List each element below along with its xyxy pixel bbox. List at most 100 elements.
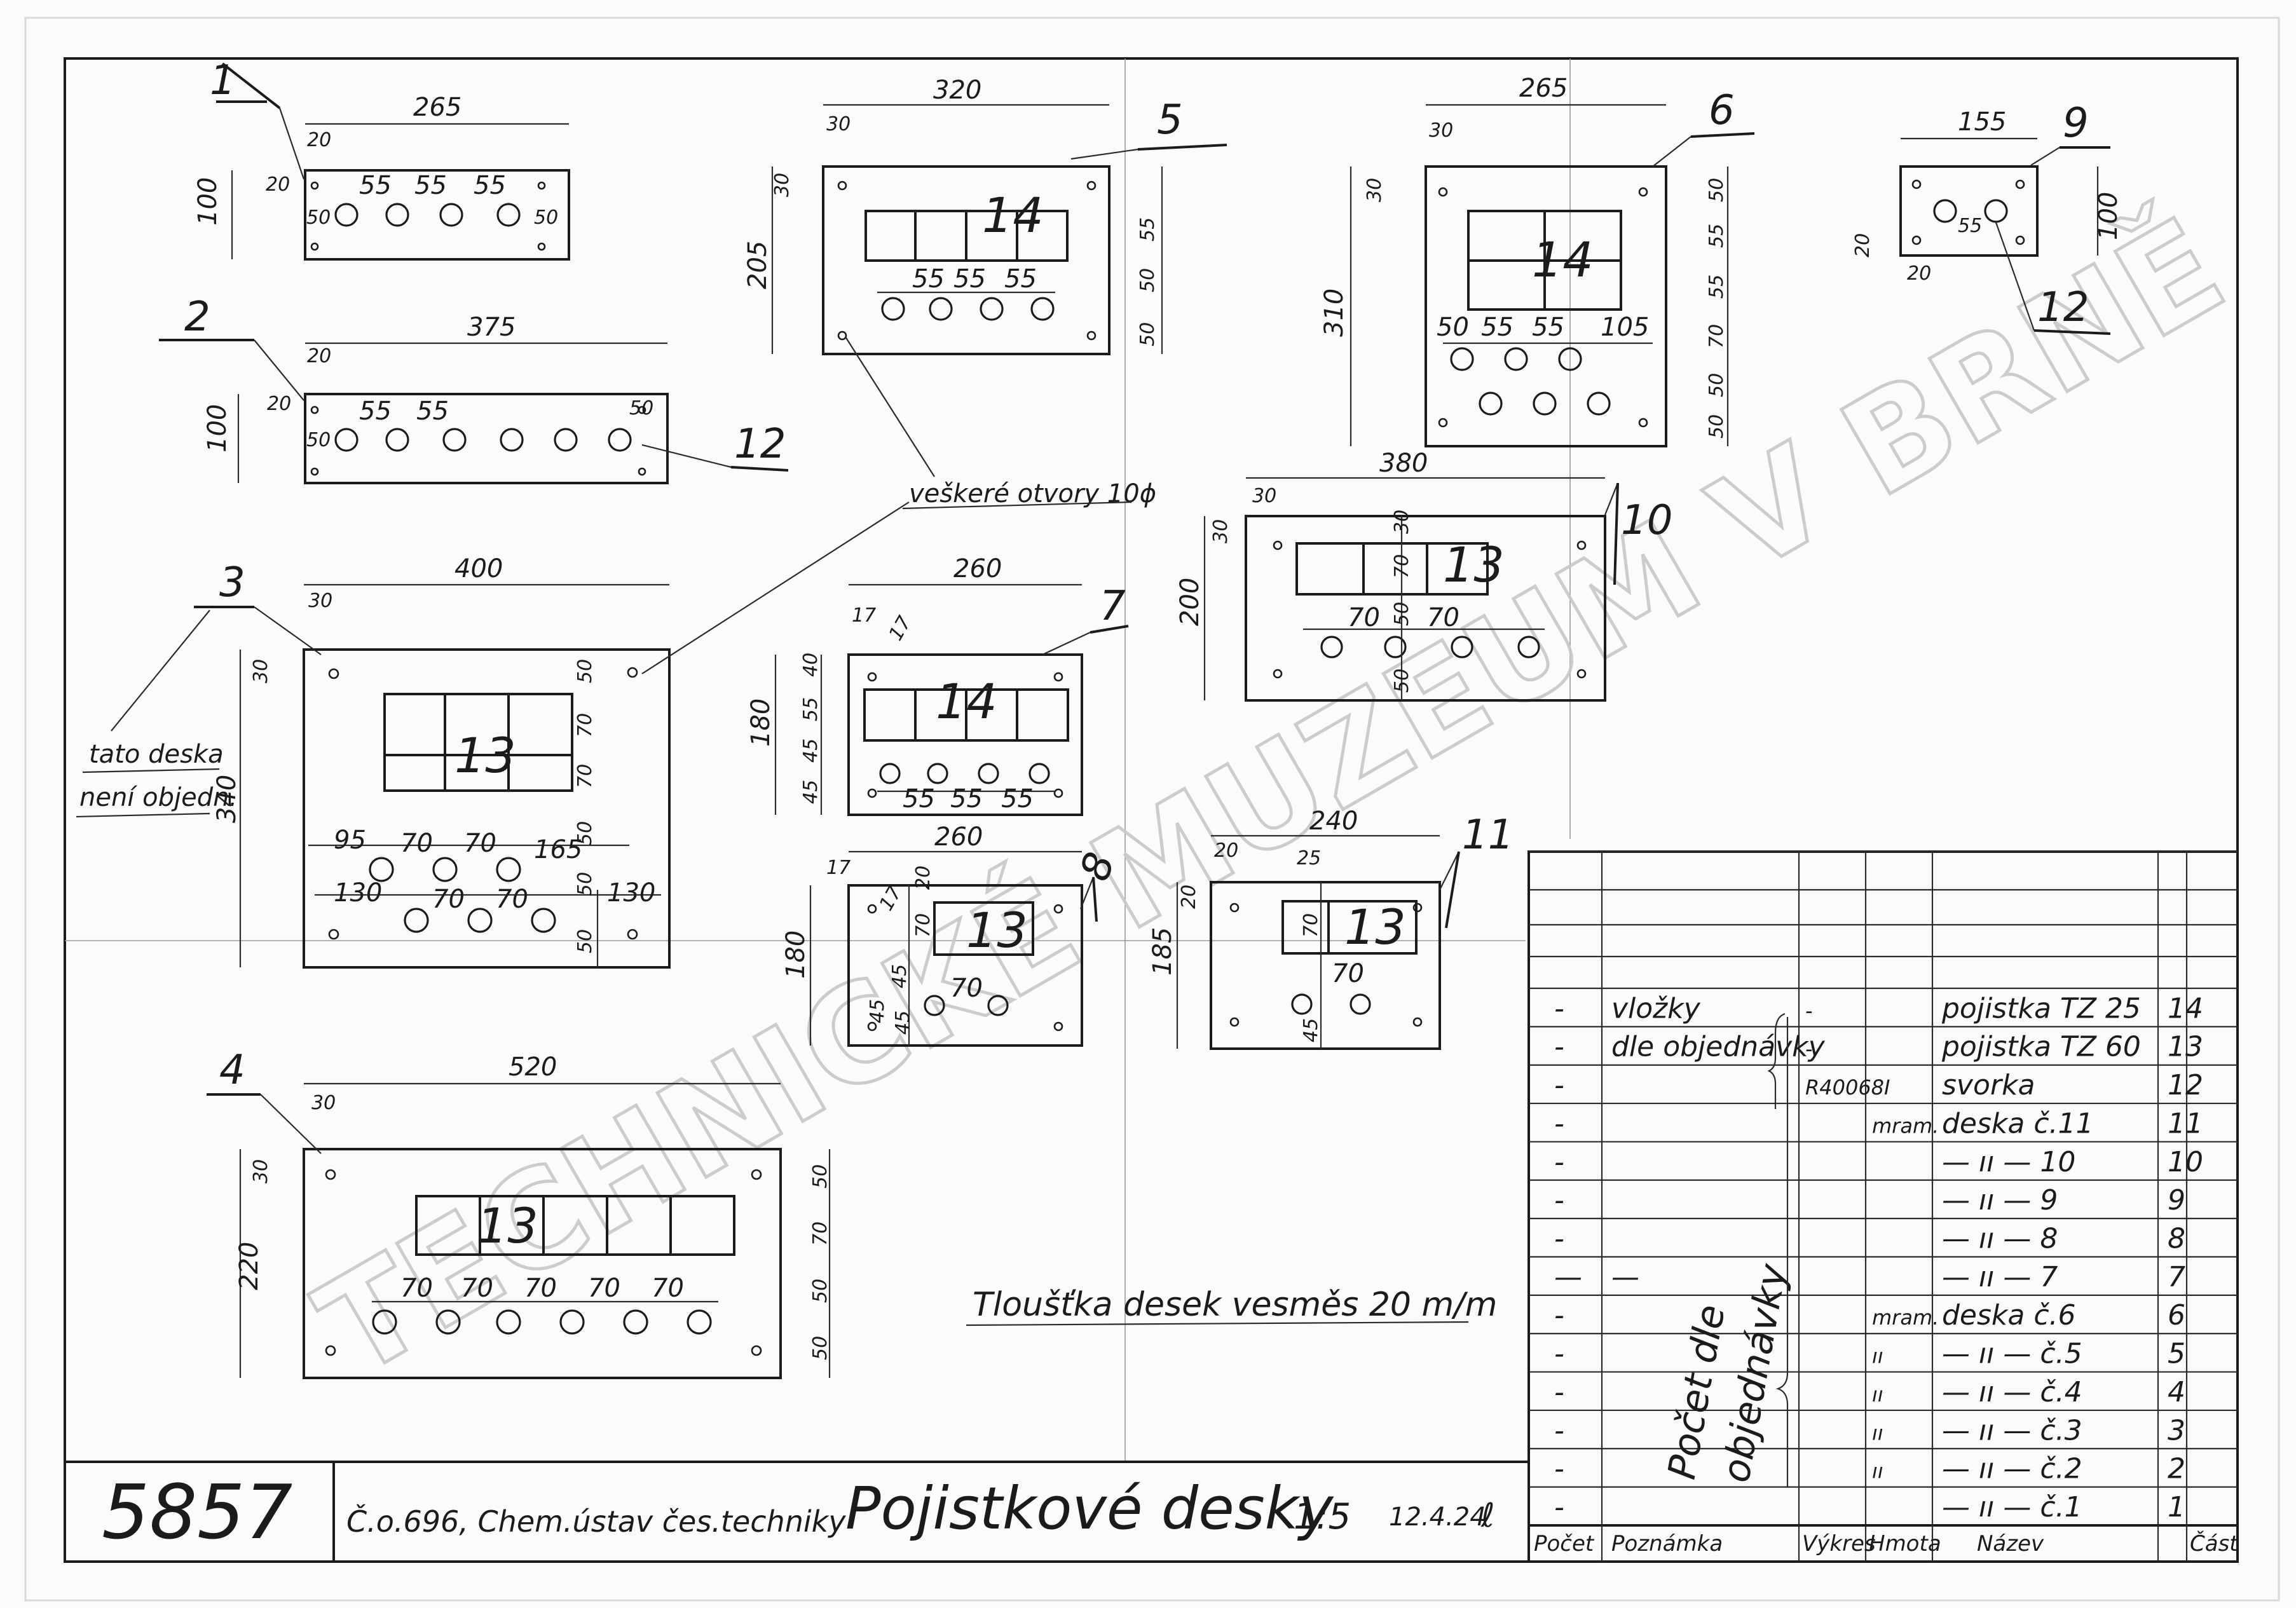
plate-7-dim: 40	[800, 653, 822, 677]
plate-4-dim: 50	[809, 1336, 831, 1360]
holes-note-leader	[641, 501, 910, 674]
holes-note: veškeré otvory 10ϕ	[641, 336, 1156, 674]
plate-1-dim: 55	[359, 171, 392, 200]
plate-7-hole	[1028, 763, 1050, 784]
plate-6-leader	[1690, 132, 1755, 138]
plate-7-dim: 55	[950, 784, 983, 814]
plate-11-width-label: 240	[1309, 807, 1358, 836]
plate-1-hole	[439, 203, 463, 227]
plate-10-hole	[1517, 636, 1540, 658]
plate-7-hole	[879, 763, 901, 784]
plate-9-hole	[1984, 199, 2008, 223]
plate-2-width-label: 375	[467, 313, 516, 342]
plate-10-outline	[1245, 515, 1606, 702]
plate-9-hole	[1933, 199, 1957, 223]
plate-8-fuse-label: 13	[966, 902, 1028, 958]
plate-1-mount-hole	[310, 242, 319, 251]
plate-11-leader	[1439, 851, 1459, 890]
plate-2-mount-hole	[310, 467, 319, 476]
parts-list-cell-nazev: pojistka TZ 25	[1941, 992, 2141, 1025]
plate-8-fuse-cutout	[933, 901, 1034, 956]
plate-8-mount-hole	[1053, 904, 1063, 914]
plate-1-hole	[334, 203, 359, 227]
plate-3-dim: 50	[574, 929, 596, 953]
parts-list-cell-vykres: -	[1805, 1037, 1813, 1061]
plate-10-hole	[1451, 636, 1473, 658]
plate-10-fuse-label: 13	[1443, 536, 1505, 593]
plate-6: 6 265 310 14 30 30 50 55 55 70 50 50 50 …	[1320, 74, 1755, 447]
parts-list-header-pocet: Počet	[1534, 1531, 1595, 1557]
plate-6-mount-hole	[1638, 187, 1648, 197]
plate-3-hole	[531, 908, 556, 933]
plate-11-mount-hole	[1229, 903, 1240, 913]
plate-4-height-label: 220	[235, 1242, 264, 1290]
plate-2-hole	[334, 428, 359, 452]
plate-4-width-label: 520	[509, 1053, 557, 1082]
plate-11-fuse-cutout	[1281, 900, 1418, 955]
plate-5-hole	[980, 297, 1004, 321]
plate-3-dim: 70	[496, 885, 528, 914]
plate-11-dim: 25	[1297, 847, 1321, 869]
plate-3-dim: 30	[250, 659, 272, 683]
plate-2-clamp-leader	[641, 444, 732, 468]
plate-7-dim: 45	[800, 739, 822, 763]
plate-9-outline	[1899, 165, 2039, 257]
plate-10-dim: 30	[1391, 510, 1413, 534]
plate-7-mount-hole	[1053, 788, 1063, 798]
plate-7: 7 260 180 14 17 17 40 55 45 45 55 55 55	[746, 554, 1129, 816]
plate-7-dim: 55	[1001, 784, 1034, 814]
plate-5-dim: 55	[912, 264, 945, 294]
parts-list-cell-pocet: -	[1554, 1453, 1564, 1485]
signature: ℓ	[1480, 1497, 1494, 1535]
plate-6-height-label: 310	[1320, 289, 1349, 337]
parts-list-cell-pocet: —	[1554, 1261, 1582, 1293]
plate-4-mount-hole	[325, 1169, 336, 1180]
plate-11-dim: 20	[1214, 840, 1238, 862]
plate-1-dim: 55	[414, 171, 447, 200]
plate-9-width-label: 155	[1958, 107, 2006, 137]
plate-7-leader	[1042, 632, 1091, 655]
plate-9-dim: 20	[1907, 262, 1931, 285]
plate-3-callout: 3	[219, 559, 245, 606]
parts-list-cell-pocet: -	[1554, 1376, 1564, 1408]
plate-9-callout: 9	[2063, 100, 2089, 147]
parts-list-cell-nazev: — ıı — č.3	[1942, 1414, 2082, 1447]
plate-2-hole	[608, 428, 632, 452]
plate-10-dim: 50	[1391, 602, 1413, 626]
parts-list-cell-cast: 14	[2168, 992, 2203, 1025]
parts-list-cell-vykres: -	[1805, 998, 1813, 1023]
plate-8-dim: 45	[892, 1011, 914, 1035]
plate-3-hole	[467, 908, 493, 933]
plate-4-dim: 70	[524, 1274, 557, 1303]
plate-1-dim: 50	[306, 207, 331, 229]
thickness-note: Tloušťka desek vesměs 20 m/m	[973, 1286, 1497, 1324]
plate-3-dim: 130	[607, 878, 655, 908]
plate-3-dim: 50	[574, 659, 596, 683]
plate-4-mount-hole	[751, 1169, 762, 1180]
plate-7-mount-hole	[867, 788, 877, 798]
plate-1-dim: 20	[266, 174, 290, 196]
plate-4-mount-hole	[325, 1345, 336, 1356]
plate-1-hole	[496, 203, 521, 227]
plate-6-dim: 70	[1705, 324, 1728, 348]
plate-1-leader	[278, 107, 305, 180]
plate-7-dim: 45	[800, 780, 822, 804]
plate-4-callout: 4	[219, 1047, 245, 1094]
plate-11-outline	[1210, 881, 1441, 1050]
parts-list-cell-poznamka: —	[1611, 1261, 1639, 1293]
parts-list-cell-hmota: ıı	[1872, 1459, 1883, 1483]
plate-2-dim: 55	[416, 397, 449, 426]
plate-9-mount-hole	[1911, 179, 1922, 189]
plate-7-outline	[847, 653, 1083, 816]
plate-6-dim: 50	[1705, 414, 1728, 439]
plate-11-height-label: 185	[1148, 927, 1177, 976]
plate-10-mount-hole	[1576, 669, 1587, 679]
parts-list-cell-nazev: — ıı — 7	[1942, 1261, 2058, 1293]
parts-list-header-vykres: Výkres	[1802, 1531, 1876, 1557]
plate-8: 8 260 180 13 17 17 20 70 45 45 45 70	[781, 822, 1124, 1047]
parts-list-cell-nazev: — ıı — 8	[1942, 1223, 2058, 1255]
plate-4-dim: 70	[652, 1274, 684, 1303]
plate-8-width-label: 260	[934, 822, 983, 852]
plate-11-mount-hole	[1412, 1017, 1423, 1027]
